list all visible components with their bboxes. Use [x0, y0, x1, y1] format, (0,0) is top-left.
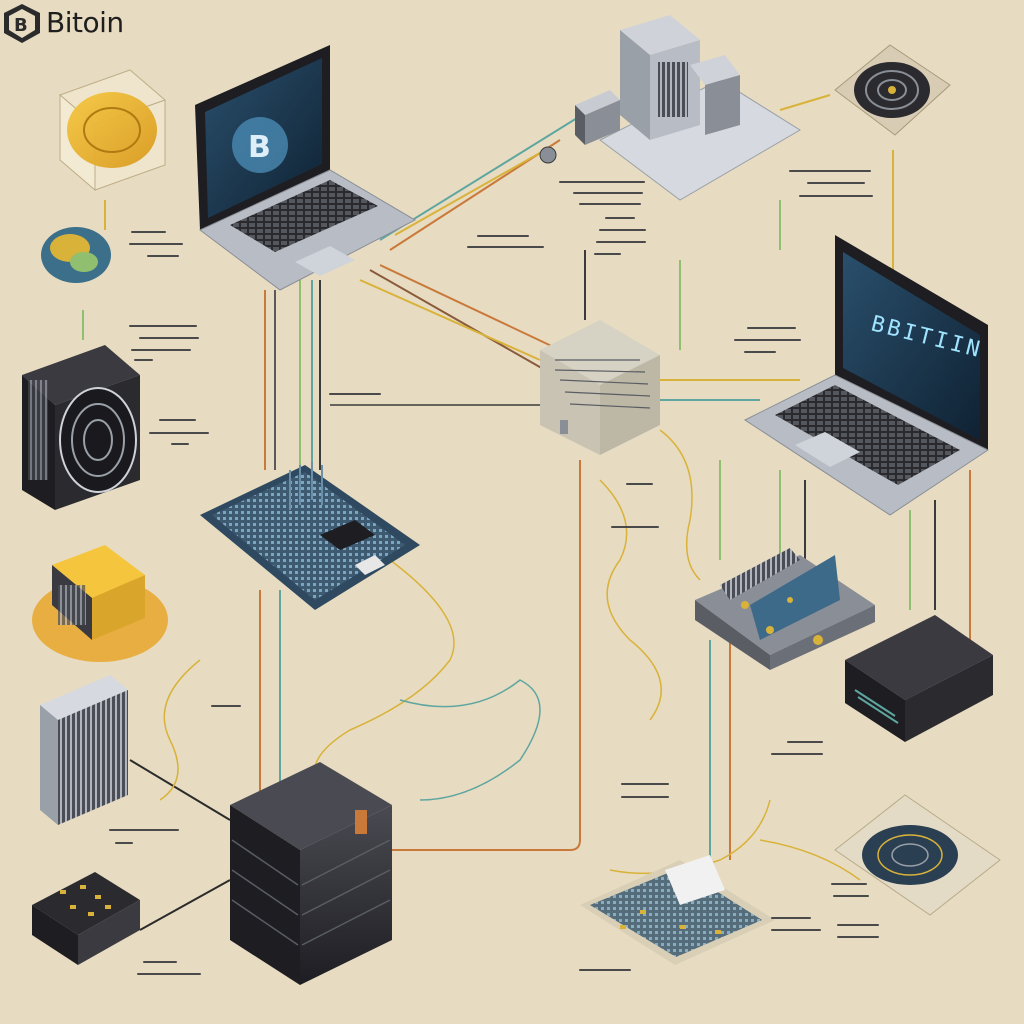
circuit-board-icon	[580, 855, 775, 965]
bitcoin-logo-icon: B	[4, 4, 40, 43]
svg-text:B: B	[248, 130, 271, 165]
server-rack-icon	[40, 675, 128, 825]
logo-title: Bitoin	[46, 6, 124, 39]
laptop-icon: B	[195, 45, 417, 291]
connection-wires	[59, 94, 971, 931]
fan-miner-icon	[834, 44, 951, 136]
chip-cluster-icon	[41, 227, 111, 283]
fan-miner-icon	[834, 794, 1001, 916]
motherboard-icon	[200, 462, 420, 610]
network-hub-icon	[540, 320, 660, 455]
laptop-icon: BBITIIN	[743, 235, 990, 516]
server-tower-icon	[539, 15, 801, 201]
gold-coin-cube-icon	[59, 69, 166, 192]
gpu-rig-icon	[695, 548, 875, 670]
fan-miner-icon	[22, 345, 140, 510]
svg-text:B: B	[14, 15, 28, 36]
label-scribbles	[109, 170, 879, 975]
circuit-board-icon	[32, 872, 140, 965]
router-icon	[845, 615, 993, 742]
server-rack-icon	[230, 762, 392, 985]
gold-miner-box-icon	[32, 545, 168, 662]
